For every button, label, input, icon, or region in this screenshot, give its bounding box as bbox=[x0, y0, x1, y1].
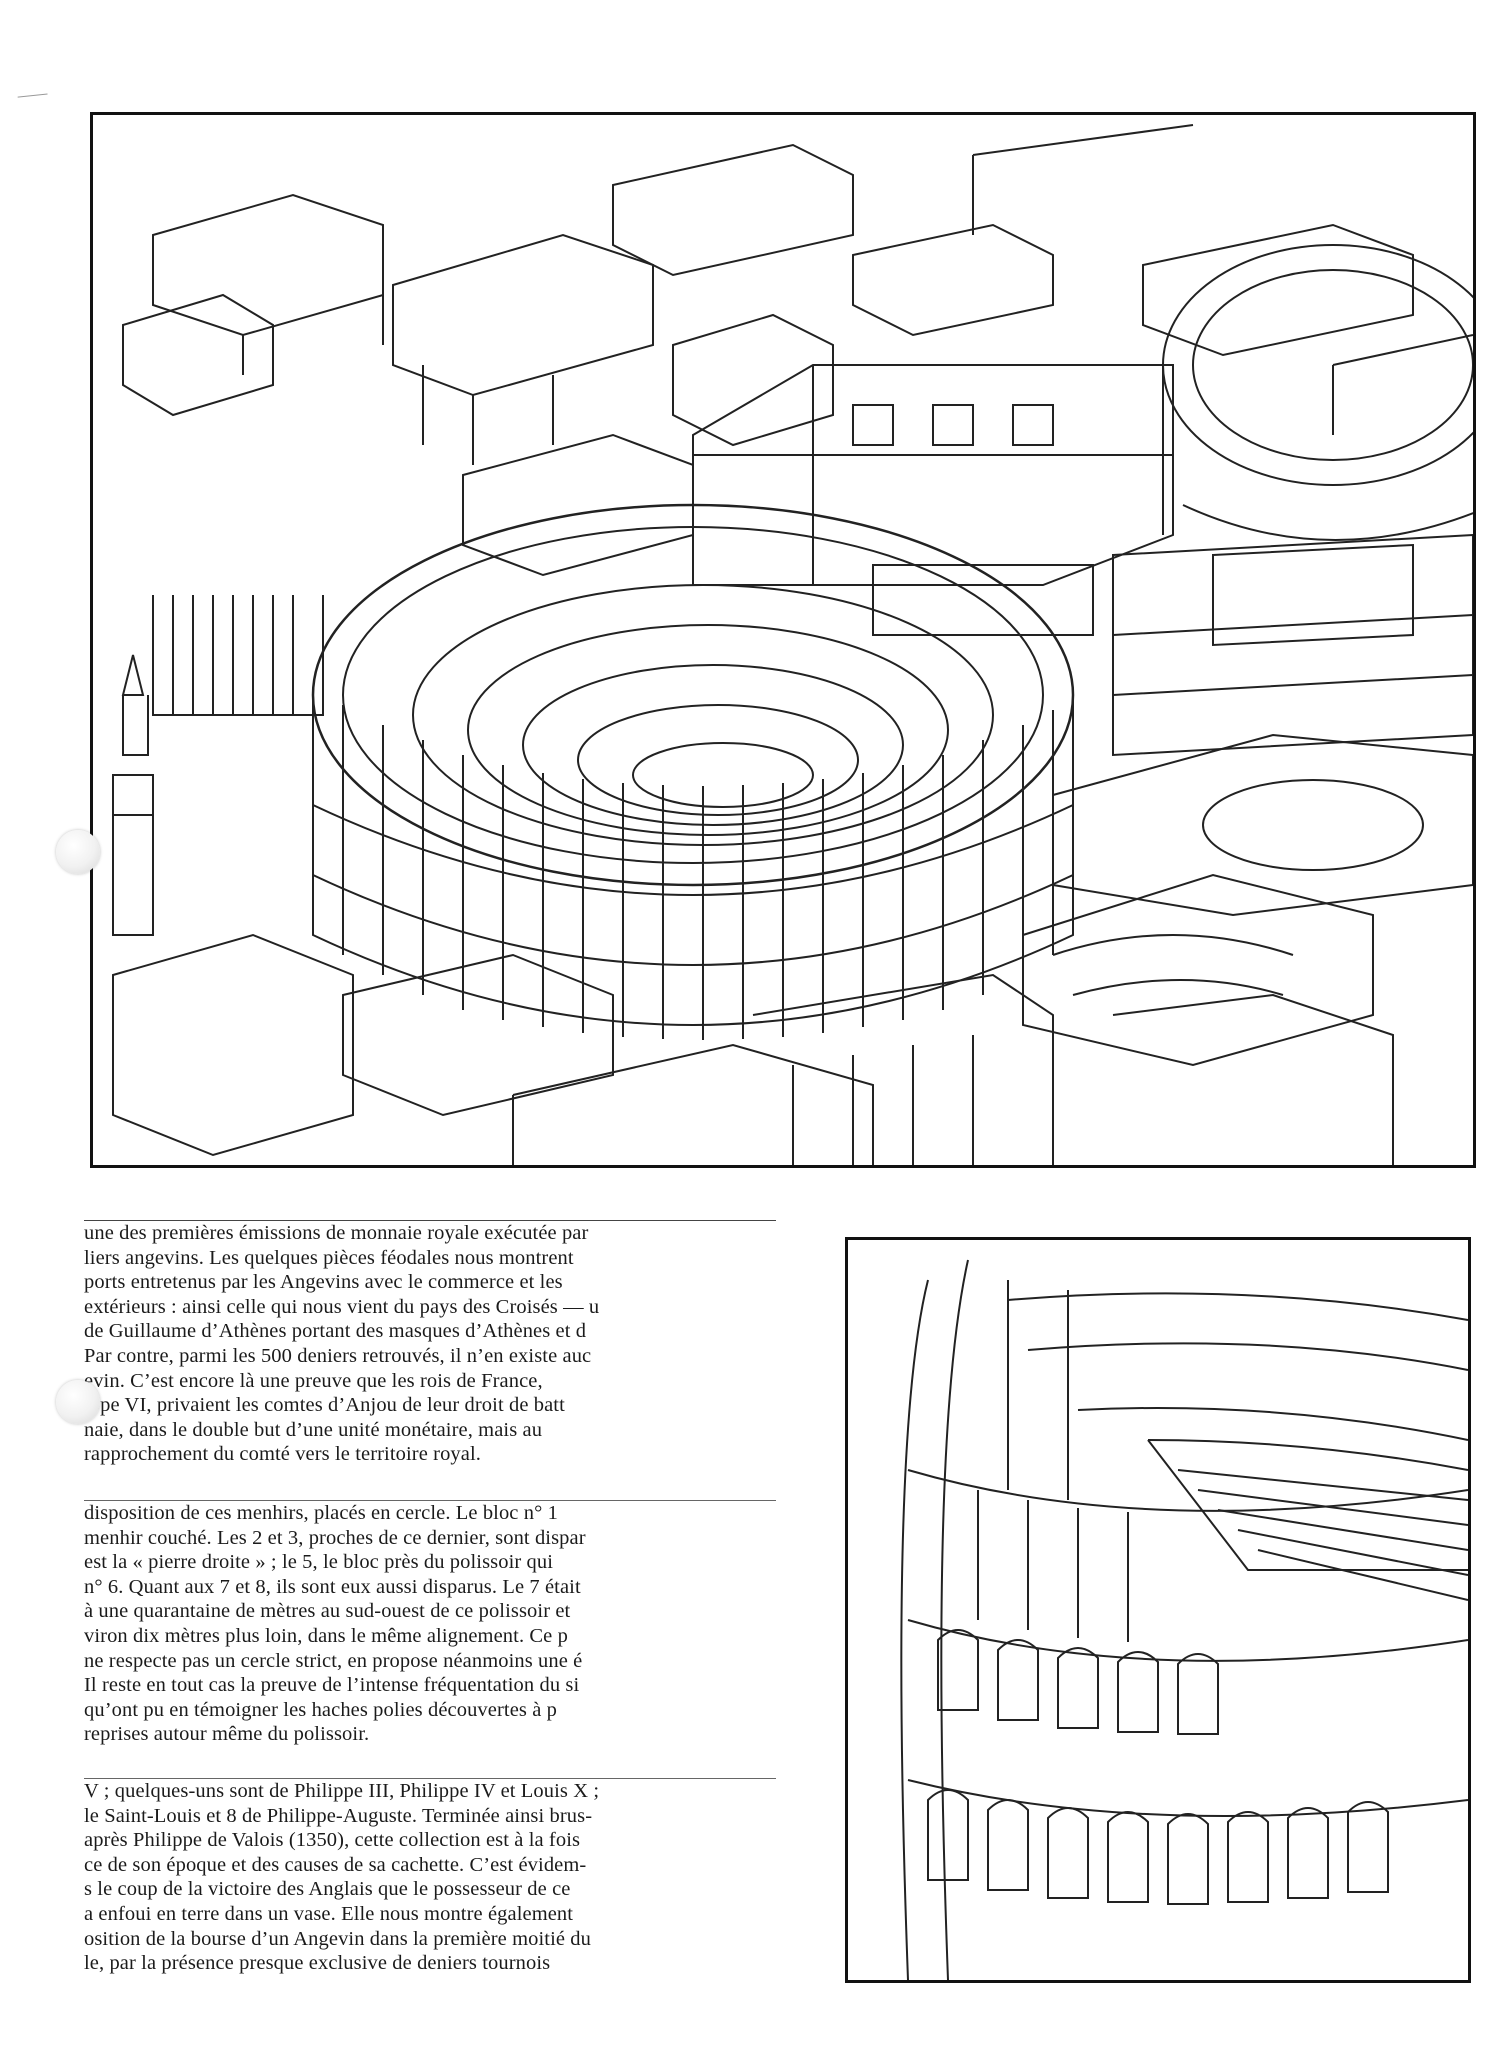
rectangular-building-block bbox=[692, 364, 1174, 636]
punch-hole bbox=[56, 830, 100, 874]
text-line: qu’ont pu en témoigner les haches polies… bbox=[84, 1698, 557, 1721]
text-line: Par contre, parmi les 500 deniers retrou… bbox=[84, 1344, 592, 1367]
text-line: le, par la présence presque exclusive de… bbox=[84, 1952, 551, 1975]
text-line: naie, dans le double but d’une unité mon… bbox=[84, 1418, 543, 1441]
text-line: ne respecte pas un cercle strict, en pro… bbox=[84, 1649, 583, 1672]
scan-edge-mark bbox=[17, 93, 49, 106]
text-line: ce de son époque et des causes de sa cac… bbox=[84, 1853, 587, 1876]
amphitheatre-aerial-drawing bbox=[90, 112, 1476, 1168]
right-side-buildings bbox=[1022, 533, 1473, 1067]
foreground-buildings bbox=[112, 933, 1394, 1165]
text-line: ports entretenus par les Angevins avec l… bbox=[84, 1271, 563, 1294]
text-line: après Philippe de Valois (1350), cette c… bbox=[84, 1829, 581, 1852]
text-line: rapprochement du comté vers le territoir… bbox=[84, 1443, 481, 1466]
text-line: ippe VI, privaient les comtes d’Anjou de… bbox=[84, 1394, 565, 1417]
text-line: de Guillaume d’Athènes portant des masqu… bbox=[84, 1320, 587, 1343]
text-clipping-coins-2: V ; quelques-uns sont de Philippe III, P… bbox=[84, 1778, 776, 2025]
main-amphitheatre bbox=[311, 503, 1075, 1040]
text-line: V ; quelques-uns sont de Philippe III, P… bbox=[84, 1780, 600, 1802]
text-line: Il reste en tout cas la preuve de l’inte… bbox=[84, 1674, 580, 1697]
city-buildings-background bbox=[122, 124, 1473, 577]
text-clipping-menhirs: disposition de ces menhirs, placés en ce… bbox=[84, 1500, 776, 1773]
text-line: viron dix mètres plus loin, dans le même… bbox=[84, 1624, 568, 1647]
text-line: est la « pierre droite » ; le 5, le bloc… bbox=[84, 1551, 554, 1574]
text-line: le Saint-Louis et 8 de Philippe-Auguste.… bbox=[84, 1804, 593, 1827]
punch-hole bbox=[56, 1380, 100, 1424]
text-line: à une quarantaine de mètres au sud-ouest… bbox=[84, 1600, 571, 1623]
text-line: une des premières émissions de monnaie r… bbox=[84, 1222, 589, 1244]
left-colonnade-and-statue bbox=[112, 595, 324, 936]
text-line: reprises autour même du polissoir. bbox=[84, 1723, 370, 1746]
text-line: a enfoui en terre dans un vase. Elle nou… bbox=[84, 1902, 574, 1925]
amphitheatre-cutaway-drawing bbox=[845, 1237, 1471, 1983]
text-line: menhir couché. Les 2 et 3, proches de ce… bbox=[84, 1526, 586, 1549]
right-stadium bbox=[1162, 244, 1473, 541]
text-clipping-coins-1: une des premières émissions de monnaie r… bbox=[84, 1220, 776, 1497]
text-line: evin. C’est encore là une preuve que les… bbox=[84, 1369, 543, 1392]
text-line: liers angevins. Les quelques pièces féod… bbox=[84, 1246, 574, 1269]
text-line: extérieurs : ainsi celle qui nous vient … bbox=[84, 1295, 600, 1318]
text-line: n° 6. Quant aux 7 et 8, ils sont eux aus… bbox=[84, 1575, 581, 1598]
cutaway-seating-tiers bbox=[1007, 1280, 1468, 1601]
text-line: osition de la bourse d’un Angevin dans l… bbox=[84, 1927, 591, 1950]
text-line: disposition de ces menhirs, placés en ce… bbox=[84, 1502, 558, 1524]
text-line: s le coup de la victoire des Anglais que… bbox=[84, 1878, 571, 1901]
cutaway-outer-wall bbox=[900, 1259, 1468, 1980]
